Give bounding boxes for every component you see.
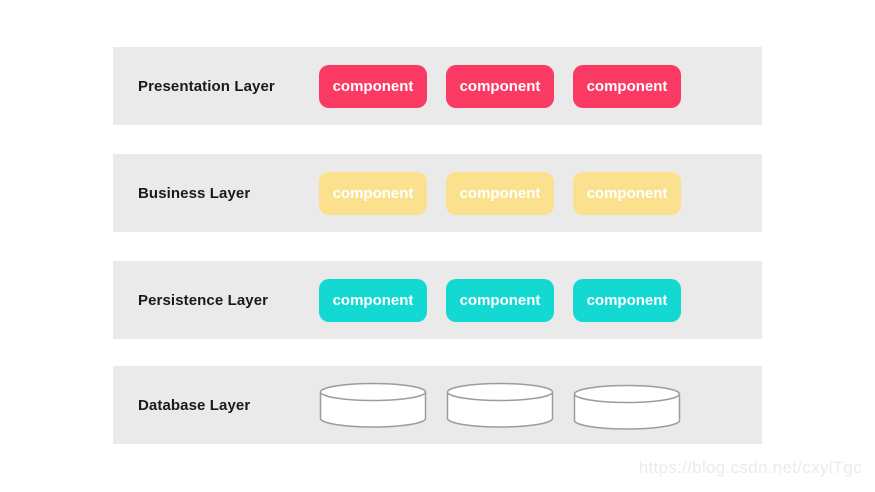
component-box: component	[319, 171, 427, 215]
component-row: component component component	[319, 154, 681, 232]
watermark-url: https://blog.csdn.net/cxylTgc	[638, 458, 862, 477]
database-cylinder-icon	[446, 382, 554, 428]
component-box: component	[573, 278, 681, 322]
component-box: component	[319, 64, 427, 108]
component-row: component component component	[319, 261, 681, 339]
layer-band-database: Database Layer	[113, 366, 762, 444]
component-box: component	[446, 278, 554, 322]
layer-label-persistence: Persistence Layer	[138, 291, 269, 309]
component-box: component	[573, 64, 681, 108]
component-box: component	[573, 171, 681, 215]
layer-label-presentation: Presentation Layer	[138, 77, 275, 95]
layer-band-persistence: Persistence Layer component component co…	[113, 261, 762, 339]
component-box: component	[319, 278, 427, 322]
layer-band-presentation: Presentation Layer component component c…	[113, 47, 762, 125]
database-cylinder-icon	[319, 382, 427, 428]
database-cylinder-icon	[573, 384, 681, 430]
layer-label-business: Business Layer	[138, 184, 251, 202]
component-row: component component component	[319, 47, 681, 125]
layer-label-database: Database Layer	[138, 396, 251, 414]
layer-band-business: Business Layer component component compo…	[113, 154, 762, 232]
database-row	[319, 366, 681, 444]
component-box: component	[446, 64, 554, 108]
component-box: component	[446, 171, 554, 215]
